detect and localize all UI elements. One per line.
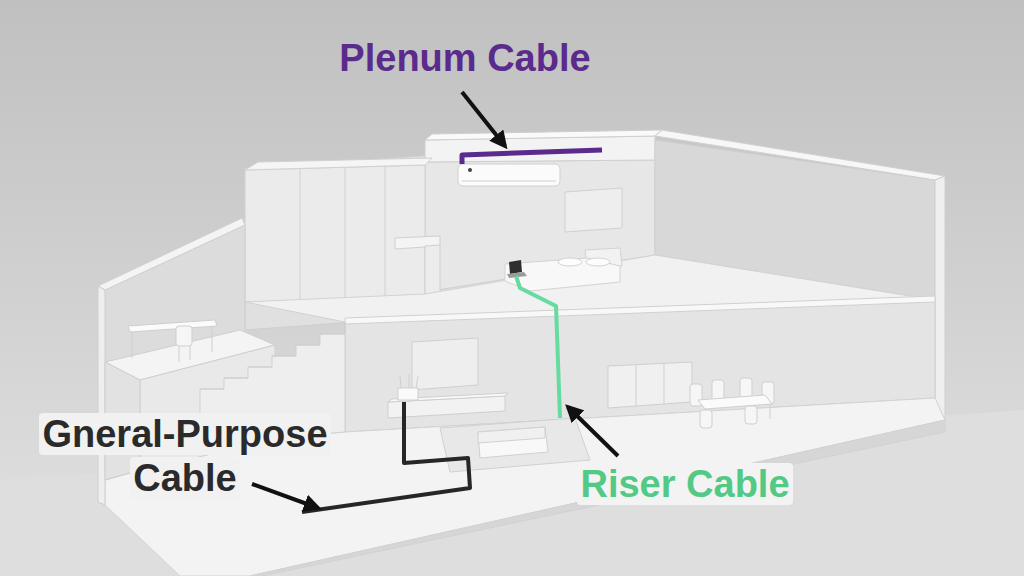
dining-set: [770, 404, 771, 419]
back-walls: [935, 176, 945, 420]
rug-and-sofa: [440, 418, 590, 472]
lower-floor: [250, 420, 945, 576]
living-furniture: [412, 338, 478, 390]
study-desk: [179, 346, 180, 362]
platform-and-stairs: [200, 389, 224, 390]
study-desk: [212, 326, 213, 352]
wardrobe: [245, 158, 432, 302]
living-furniture: [409, 374, 410, 388]
rug-and-sofa: [478, 427, 548, 458]
platform-and-stairs: [320, 334, 345, 335]
bed: [505, 248, 622, 291]
back-walls: [425, 160, 655, 292]
plenum-cable-line: [462, 150, 602, 164]
wardrobe: [345, 167, 346, 300]
cable-label-box: Plenum Cable: [330, 36, 600, 80]
rug-and-sofa: [478, 427, 545, 443]
cable-label-box: Gneral-Purpose Cable: [20, 412, 350, 500]
upper-room-furniture: [565, 188, 622, 232]
leader-arrows: [462, 92, 505, 146]
dining-set: [745, 406, 757, 424]
study-desk: [176, 326, 192, 346]
leader-arrows: [252, 484, 318, 508]
back-walls: [655, 130, 945, 180]
living-furniture: [664, 364, 665, 404]
plenum-cable-line: [462, 150, 602, 164]
study-desk: [128, 320, 217, 362]
platform-and-stairs: [248, 367, 272, 368]
cable-label: Riser Cable: [577, 463, 792, 505]
upper-room-furniture: [395, 164, 622, 296]
cable-label: Gneral-Purpose Cable: [39, 413, 330, 499]
living-furniture: [608, 362, 692, 408]
upper-room-furniture: [458, 164, 560, 186]
wardrobe: [385, 166, 386, 299]
living-furniture: [398, 388, 418, 400]
dining-set: [690, 378, 774, 428]
wardrobe: [300, 168, 301, 301]
upper-room-furniture: [468, 168, 472, 172]
living-furniture: [636, 365, 637, 406]
left-wall: [98, 286, 105, 505]
dining-set: [700, 410, 712, 428]
leader-arrows: [568, 407, 618, 456]
riser-cable-line: [516, 276, 560, 418]
study-desk: [190, 346, 191, 360]
left-wall: [98, 218, 245, 290]
laptop: [507, 260, 527, 278]
platform-and-stairs: [224, 378, 248, 379]
dining-set: [698, 395, 772, 409]
back-walls: [425, 130, 662, 140]
riser-cable-line: [516, 276, 560, 418]
bed: [558, 258, 582, 266]
study-desk: [128, 320, 217, 332]
living-furniture: [416, 376, 418, 388]
upper-room-furniture: [425, 245, 440, 296]
cable-label: Plenum Cable: [336, 37, 593, 79]
bed: [505, 258, 620, 291]
living-furniture: [400, 376, 401, 388]
study-desk: [132, 332, 133, 358]
bed: [586, 258, 610, 266]
lower-back-wall: [345, 296, 935, 324]
wardrobe: [245, 165, 425, 302]
wardrobe: [245, 158, 432, 170]
laptop: [509, 260, 522, 274]
rug-and-sofa: [440, 418, 590, 472]
platform-and-stairs: [296, 345, 320, 346]
living-furniture: [388, 338, 692, 418]
platform-and-stairs: [272, 356, 296, 357]
cable-label-box: Riser Cable: [575, 462, 795, 506]
upper-room-furniture: [462, 181, 556, 182]
